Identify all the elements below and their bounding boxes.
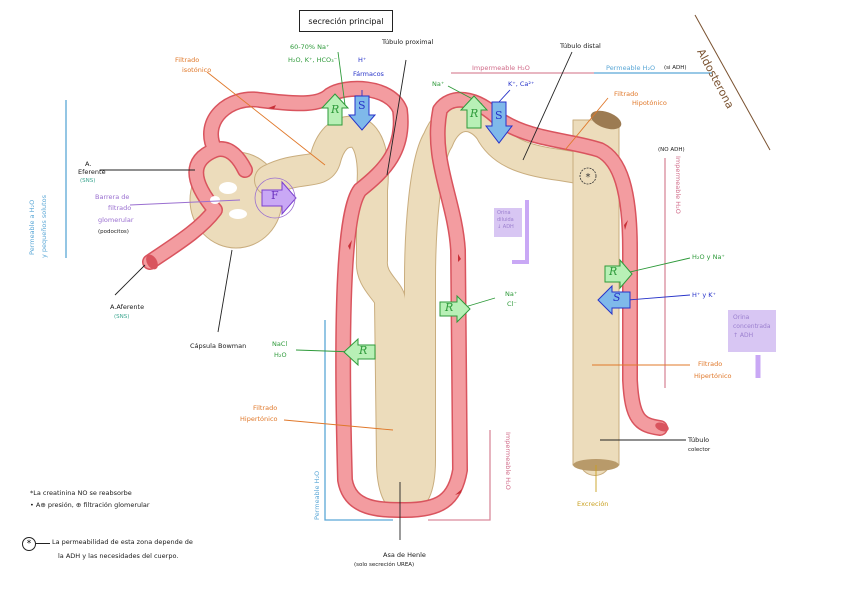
footnote-star-icon: * bbox=[22, 537, 36, 551]
barrier-label-3: glomerular bbox=[98, 216, 134, 224]
concentrated-urine-3: ↑ ADH bbox=[733, 332, 754, 339]
efferent-label-2: Eferente bbox=[78, 168, 106, 176]
henle-asc-reabsorption-arrow bbox=[439, 294, 471, 324]
barrier-label-1: Barrera de bbox=[95, 193, 130, 201]
henle-asc-R-label-1: Na⁺ bbox=[505, 290, 518, 298]
filtrado-isotonic-2: isotónico bbox=[182, 66, 212, 74]
peritubular-vessel bbox=[142, 80, 669, 518]
concentrated-urine-2: concentrada bbox=[733, 323, 771, 330]
permeability-lines bbox=[65, 14, 771, 521]
filtration-F-letter: F bbox=[271, 189, 279, 202]
filtrado-colector-2: Hipertónico bbox=[694, 372, 732, 380]
filtration-arrow bbox=[261, 180, 297, 216]
footnote-line-2: la ADH y las necesidades del cuerpo. bbox=[58, 552, 179, 560]
henle-desc-reabsorption-arrow bbox=[343, 337, 376, 367]
henle-desc-R-label-2: H₂O bbox=[274, 351, 287, 359]
permeable-top-note: (si ADH) bbox=[664, 65, 687, 71]
afferent-label-note: (SNS) bbox=[114, 314, 130, 320]
distal-secretion-arrow bbox=[484, 101, 514, 144]
diluted-urine-1: Orina bbox=[497, 210, 511, 216]
henle-loop-label: Asa de Henle bbox=[383, 551, 426, 559]
filtrado-henle-2: Hipertónico bbox=[240, 415, 278, 423]
impermeable-top-label: Impermeable H₂O bbox=[472, 64, 530, 72]
collector-secretion-arrow bbox=[597, 284, 631, 316]
no-adh-label: (NO ADH) bbox=[658, 147, 685, 153]
proximal-S-letter: S bbox=[358, 99, 366, 112]
proximal-reabsorption-arrow bbox=[320, 93, 350, 126]
page-title: secreción principal bbox=[299, 10, 393, 32]
henle-asc-R-letter: R bbox=[445, 301, 454, 314]
afferent-label: A.Aferente bbox=[110, 303, 145, 311]
proximal-S-label-1: H⁺ bbox=[358, 56, 367, 64]
permeable-lateral-2: y pequeños solutos bbox=[40, 194, 48, 258]
proximal-S-label-2: Fármacos bbox=[353, 70, 384, 78]
diluted-urine-3: ↓ ADH bbox=[497, 224, 514, 230]
filtrado-henle-1: Filtrado bbox=[253, 404, 278, 412]
henle-loop-note: (solo secreción UREA) bbox=[354, 562, 415, 568]
collector-R-label: H₂O y Na⁺ bbox=[692, 253, 725, 261]
permeable-top-label: Permeable H₂O bbox=[606, 64, 656, 72]
nephron-tubule bbox=[189, 100, 622, 516]
impermeable-right-label: Impermeable H₂O bbox=[674, 156, 682, 214]
leader-lines bbox=[100, 51, 691, 540]
filtrado-colector-1: Filtrado bbox=[698, 360, 723, 368]
permeable-henle-label: Permeable H₂O bbox=[313, 470, 321, 520]
note-pressure: • A⊕ presión, ⊕ filtración glomerular bbox=[30, 501, 150, 509]
barrier-label-4: (podocitos) bbox=[98, 229, 129, 235]
diluted-urine-2: diluida bbox=[497, 217, 514, 223]
henle-asc-R-label-2: Cl⁻ bbox=[507, 300, 517, 308]
filtrado-distal-1: Filtrado bbox=[614, 90, 639, 98]
filtrado-distal-2: Hipotónico bbox=[632, 99, 667, 107]
diluted-urine-box: Orina diluida ↓ ADH bbox=[494, 208, 522, 237]
concentrated-urine-1: Orina bbox=[733, 314, 750, 321]
collector-S-label: H⁺ y K⁺ bbox=[692, 291, 716, 299]
concentrated-urine-box: Orina concentrada ↑ ADH bbox=[728, 310, 776, 352]
barrier-label-2: filtrado bbox=[108, 204, 132, 212]
collector-R-letter: R bbox=[609, 265, 618, 278]
proximal-secretion-arrow bbox=[347, 95, 377, 131]
proximal-R-label-1: 60-70% Na⁺ bbox=[290, 43, 330, 51]
distal-R-label: Na⁺ bbox=[432, 80, 445, 88]
impermeable-henle-label: Impermeable H₂O bbox=[504, 432, 512, 490]
transport-arrows bbox=[254, 93, 633, 367]
svg-text:*: * bbox=[586, 172, 591, 183]
flow-arrows bbox=[268, 105, 628, 495]
distal-reabsorption-arrow bbox=[459, 95, 489, 129]
collecting-duct-label-1: Túbulo bbox=[688, 436, 710, 444]
efferent-label-1: A. bbox=[85, 160, 92, 168]
proximal-R-letter: R bbox=[331, 103, 340, 116]
footnote-line-1: La permeabilidad de esta zona depende de bbox=[52, 538, 193, 546]
henle-desc-R-label-1: NaCl bbox=[272, 340, 288, 348]
collector-S-letter: S bbox=[613, 291, 621, 304]
distal-R-letter: R bbox=[470, 107, 479, 120]
distal-S-letter: S bbox=[495, 109, 503, 122]
note-creatinine: *La creatinina NO se reabsorbe bbox=[30, 489, 132, 497]
bowman-capsule-label: Cápsula Bowman bbox=[190, 342, 247, 350]
distal-S-label: K⁺, Ca²⁺ bbox=[508, 80, 535, 88]
henle-desc-R-letter: R bbox=[359, 344, 368, 357]
proximal-tubule-label: Túbulo proximal bbox=[382, 38, 434, 46]
collector-reabsorption-arrow bbox=[604, 258, 633, 290]
distal-tubule-label: Túbulo distal bbox=[560, 42, 601, 50]
footnote-arrow bbox=[35, 543, 50, 544]
excretion-label: Excreción bbox=[577, 500, 609, 508]
efferent-label-3: (SNS) bbox=[80, 178, 96, 184]
permeable-lateral-1: Permeable a H₂O bbox=[28, 199, 36, 255]
star-symbol: * bbox=[579, 167, 597, 185]
collecting-duct-label-2: colector bbox=[688, 447, 711, 453]
filtrado-isotonic-1: Filtrado bbox=[175, 56, 200, 64]
proximal-R-label-2: H₂O, K⁺, HCO₃⁻ bbox=[288, 56, 338, 64]
